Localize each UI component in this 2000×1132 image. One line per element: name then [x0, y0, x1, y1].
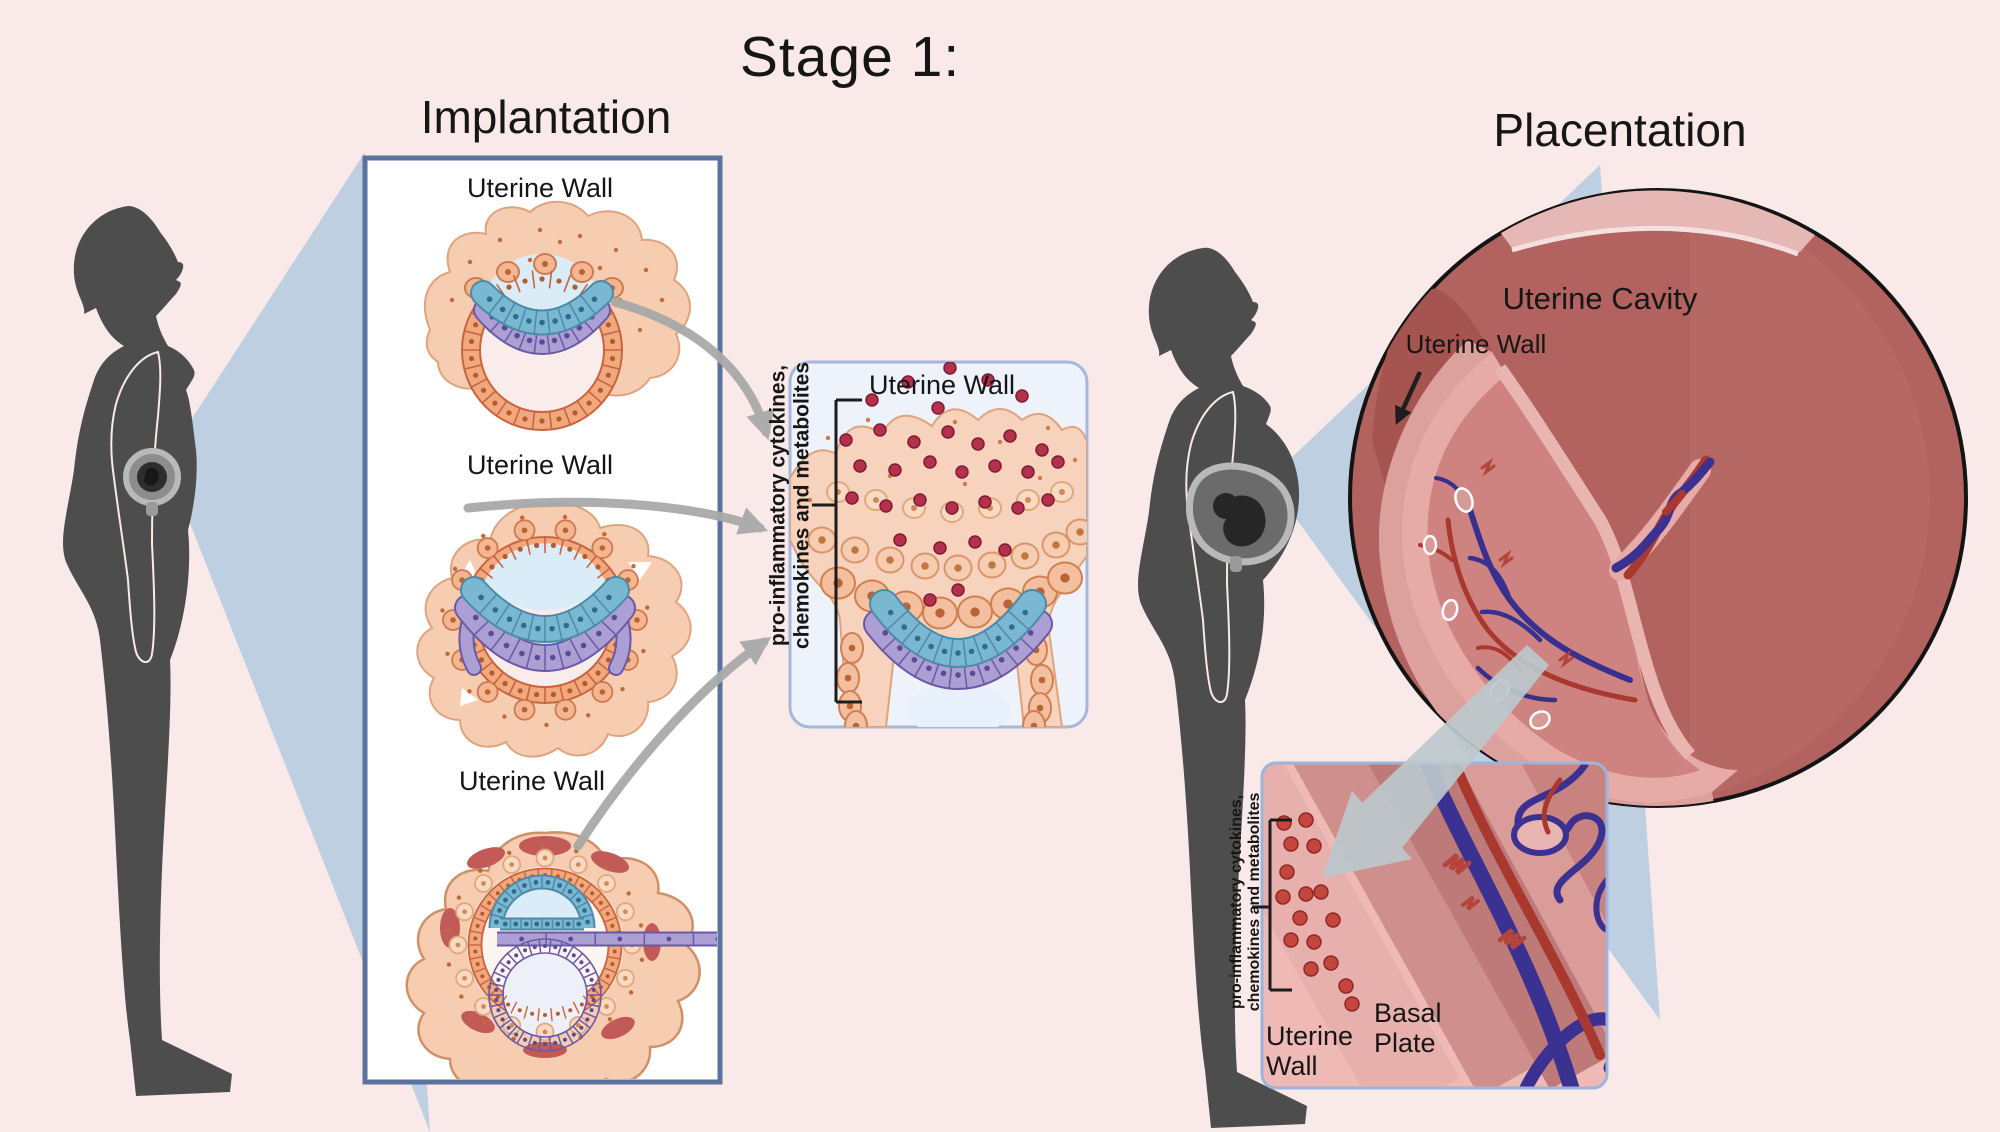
- arrow-embryo1-to-box: [610, 297, 774, 441]
- implantation-heading: Implantation: [420, 91, 672, 143]
- uterine-wall-label-basal-box: Uterine Wall: [1266, 1021, 1354, 1082]
- uterine-wall-pointer-arrow: [1395, 371, 1423, 425]
- zoom-arrow-placenta: [1322, 645, 1549, 878]
- blastocyst-attaching-illustration: [423, 200, 691, 431]
- arrow-embryo2-to-box: [463, 497, 769, 535]
- placentation-heading: Placentation: [1493, 104, 1747, 156]
- uterus-icon: [123, 448, 181, 516]
- uterine-wall-label-circle: Uterine Wall: [1405, 329, 1547, 359]
- uterine-wall-label-3: Uterine Wall: [458, 766, 606, 796]
- uterine-wall-label-2: Uterine Wall: [466, 450, 614, 480]
- woman-silhouette: [63, 206, 232, 1096]
- inflammation-illustration: [790, 362, 1087, 727]
- blastocyst-embedded-illustration: [405, 831, 717, 1079]
- zoom-arrows: [463, 297, 774, 851]
- implantation-illustrations: [405, 200, 717, 1079]
- uterine-wall-label-1: Uterine Wall: [466, 173, 614, 203]
- basal-plate-label: Basal Plate: [1374, 998, 1442, 1059]
- cytokine-bracket-right: [1252, 818, 1292, 992]
- page-title: Stage 1:: [739, 25, 961, 89]
- cytokine-bracket-left: [812, 398, 862, 704]
- uterine-cavity-label: Uterine Cavity: [1502, 281, 1698, 316]
- pregnant-woman-silhouette: [1138, 247, 1307, 1128]
- inflammation-box-title: Uterine Wall: [868, 370, 1016, 400]
- arrow-embryo3-to-box: [573, 637, 772, 851]
- fetus-in-uterus-icon: [1185, 462, 1295, 572]
- blastocyst-invading-illustration: [416, 502, 692, 758]
- cytokine-side-label-left: pro-inflammatory cytokines, chemokines a…: [766, 361, 813, 650]
- cytokine-side-label-right: pro-inflammatory cytokines, chemokines a…: [1228, 792, 1263, 1012]
